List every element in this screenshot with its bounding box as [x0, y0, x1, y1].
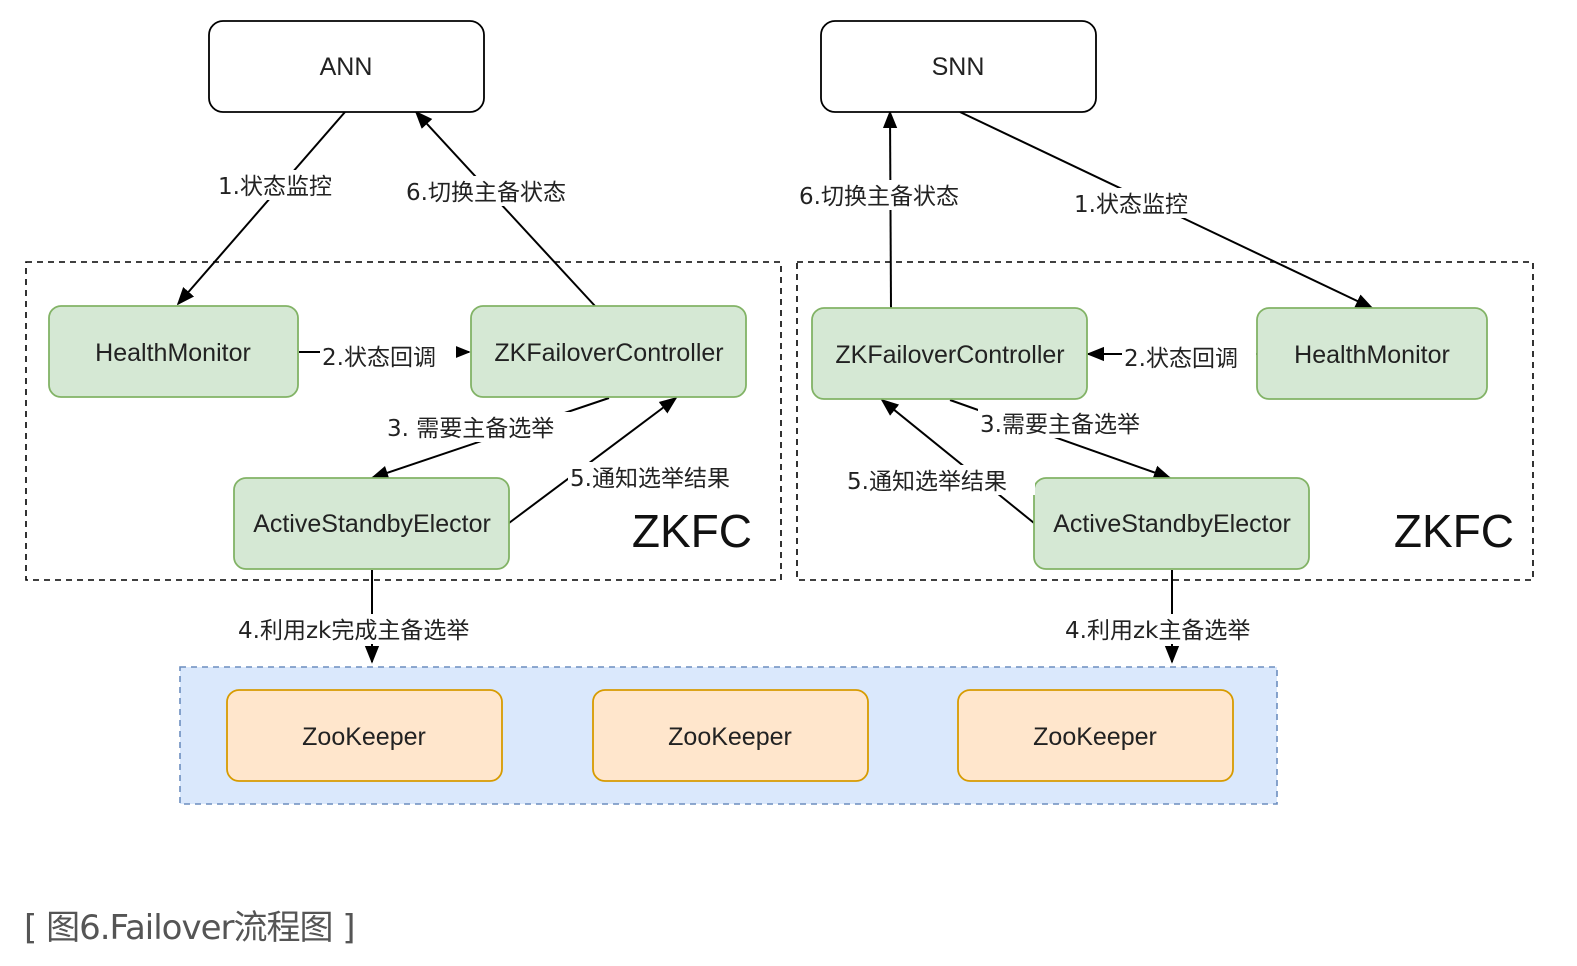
node-ann: ANN — [208, 20, 485, 113]
node-snn-label: SNN — [932, 53, 985, 81]
edge-label-right-monitor: 1.状态监控 — [1074, 192, 1188, 218]
node-left-health-monitor-label: HealthMonitor — [95, 339, 251, 367]
node-zookeeper-1: ZooKeeper — [226, 689, 503, 782]
node-zookeeper-2-label: ZooKeeper — [668, 723, 792, 751]
edge-label-left-callback: 2.状态回调 — [322, 345, 436, 371]
node-right-active-standby-elector: ActiveStandbyElector — [1033, 477, 1310, 570]
left-zkfc-label: ZKFC — [632, 505, 752, 557]
node-left-health-monitor: HealthMonitor — [48, 305, 299, 398]
figure-caption: [ 图6.Failover流程图 ] — [24, 908, 356, 948]
node-right-health-monitor-label: HealthMonitor — [1294, 341, 1450, 369]
edge-label-left-monitor: 1.状态监控 — [218, 174, 332, 200]
edge-right-notify — [880, 398, 1035, 524]
node-right-zkfailover-controller: ZKFailoverController — [811, 307, 1088, 400]
edge-labels: 1.状态监控 6.切换主备状态 2.状态回调 3. 需要主备选举 5.通知选举结… — [216, 170, 1279, 644]
node-left-active-standby-elector-label: ActiveStandbyElector — [253, 510, 491, 538]
edge-label-right-callback: 2.状态回调 — [1124, 346, 1238, 372]
left-zkfc-group — [25, 261, 782, 581]
edge-label-right-notify: 5.通知选举结果 — [847, 469, 1007, 495]
node-left-active-standby-elector: ActiveStandbyElector — [233, 477, 510, 570]
node-left-zkfailover-controller: ZKFailoverController — [470, 305, 747, 398]
node-right-health-monitor: HealthMonitor — [1256, 307, 1488, 400]
node-zookeeper-3: ZooKeeper — [957, 689, 1234, 782]
right-zkfc-label: ZKFC — [1394, 505, 1514, 557]
edge-label-right-need-elect: 3.需要主备选举 — [980, 412, 1140, 438]
edge-label-left-notify: 5.通知选举结果 — [570, 466, 730, 492]
edge-label-right-switch: 6.切换主备状态 — [799, 184, 959, 210]
edge-label-left-need-elect: 3. 需要主备选举 — [387, 416, 554, 442]
node-snn: SNN — [820, 20, 1097, 113]
node-right-zkfailover-controller-label: ZKFailoverController — [835, 341, 1064, 369]
edge-left-monitor — [176, 111, 346, 306]
node-right-active-standby-elector-label: ActiveStandbyElector — [1053, 510, 1291, 538]
node-zookeeper-1-label: ZooKeeper — [302, 723, 426, 751]
node-zookeeper-2: ZooKeeper — [592, 689, 869, 782]
edge-label-left-zk: 4.利用zk完成主备选举 — [238, 618, 469, 644]
node-ann-label: ANN — [320, 53, 373, 81]
edge-left-switch — [414, 110, 596, 307]
edge-label-left-switch: 6.切换主备状态 — [406, 180, 566, 206]
right-zkfc-group — [796, 261, 1534, 581]
edge-left-notify — [508, 396, 678, 524]
node-left-zkfailover-controller-label: ZKFailoverController — [494, 339, 723, 367]
edge-label-right-zk: 4.利用zk主备选举 — [1065, 618, 1250, 644]
node-zookeeper-3-label: ZooKeeper — [1033, 723, 1157, 751]
